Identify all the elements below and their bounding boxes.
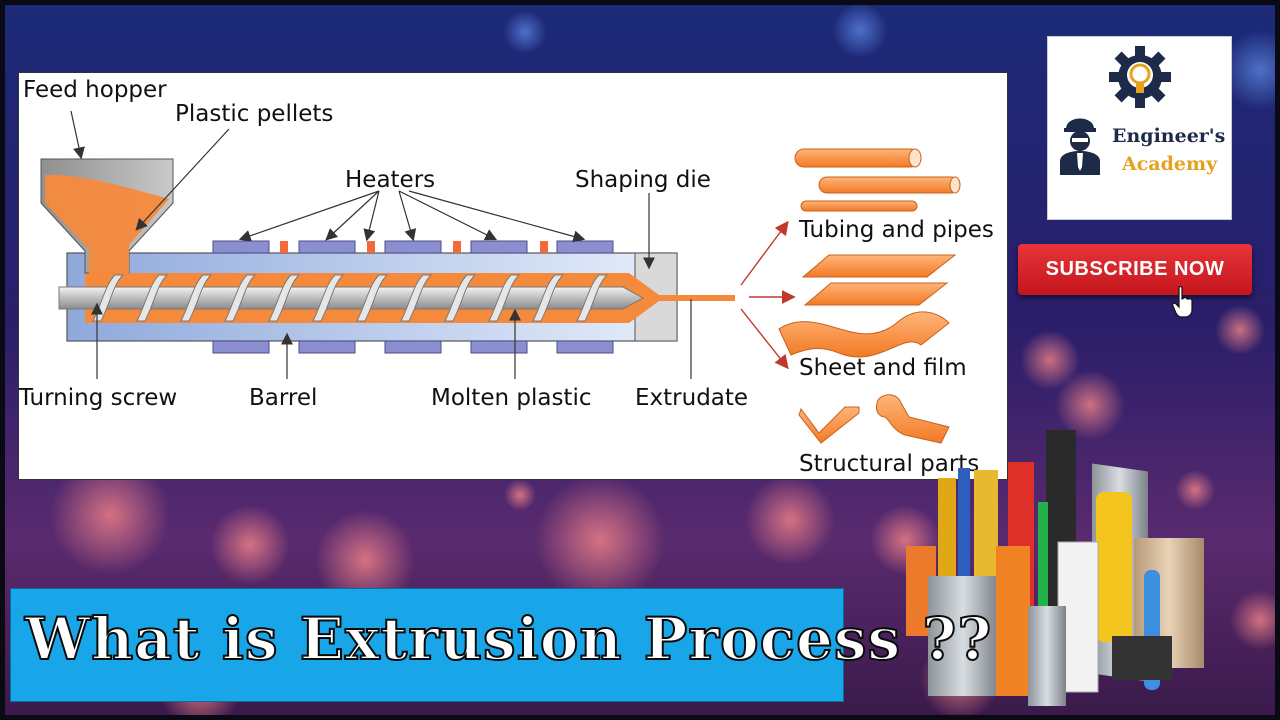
label-sheet-and-film: Sheet and film [799, 355, 967, 381]
output-arrows [740, 220, 796, 370]
label-feed-hopper: Feed hopper [23, 77, 167, 103]
label-barrel: Barrel [249, 385, 317, 411]
label-plastic-pellets: Plastic pellets [175, 101, 333, 127]
thermocouples [280, 241, 548, 253]
title-banner: What is Extrusion Process ?? [10, 588, 992, 702]
heaters-bottom [212, 340, 614, 354]
label-molten-plastic: Molten plastic [431, 385, 591, 411]
label-tubing-and-pipes: Tubing and pipes [798, 217, 994, 243]
tubing-and-pipes-illustration [794, 148, 961, 212]
label-structural-parts: Structural parts [799, 451, 979, 477]
subscribe-button[interactable]: SUBSCRIBE NOW [1018, 244, 1252, 295]
extruded-profiles-image [906, 430, 1204, 706]
screw-flights [92, 274, 609, 322]
leader-lines [70, 110, 692, 379]
heaters-top [212, 240, 614, 254]
extrusion-diagram: Feed hopper Plastic pellets Heaters Shap… [18, 72, 1008, 480]
engineer-avatar-icon [1060, 118, 1100, 175]
engineers-academy-logo: Engineer's Academy [1047, 36, 1232, 220]
page-title: What is Extrusion Process ?? [24, 604, 993, 674]
extrusion-diagram-svg: Feed hopper Plastic pellets Heaters Shap… [19, 77, 994, 477]
hand-cursor-icon [1172, 286, 1193, 318]
label-heaters: Heaters [345, 167, 435, 193]
sheet-and-film-illustration [778, 254, 957, 358]
logo-line1: Engineer's [1112, 125, 1225, 147]
label-turning-screw: Turning screw [19, 385, 177, 411]
plastic-pellets [45, 174, 169, 277]
label-extrudate: Extrudate [635, 385, 748, 411]
gear-lightbulb-icon [1109, 46, 1171, 108]
structural-parts-illustration [798, 394, 950, 444]
logo-line2: Academy [1121, 153, 1218, 175]
label-shaping-die: Shaping die [575, 167, 711, 193]
